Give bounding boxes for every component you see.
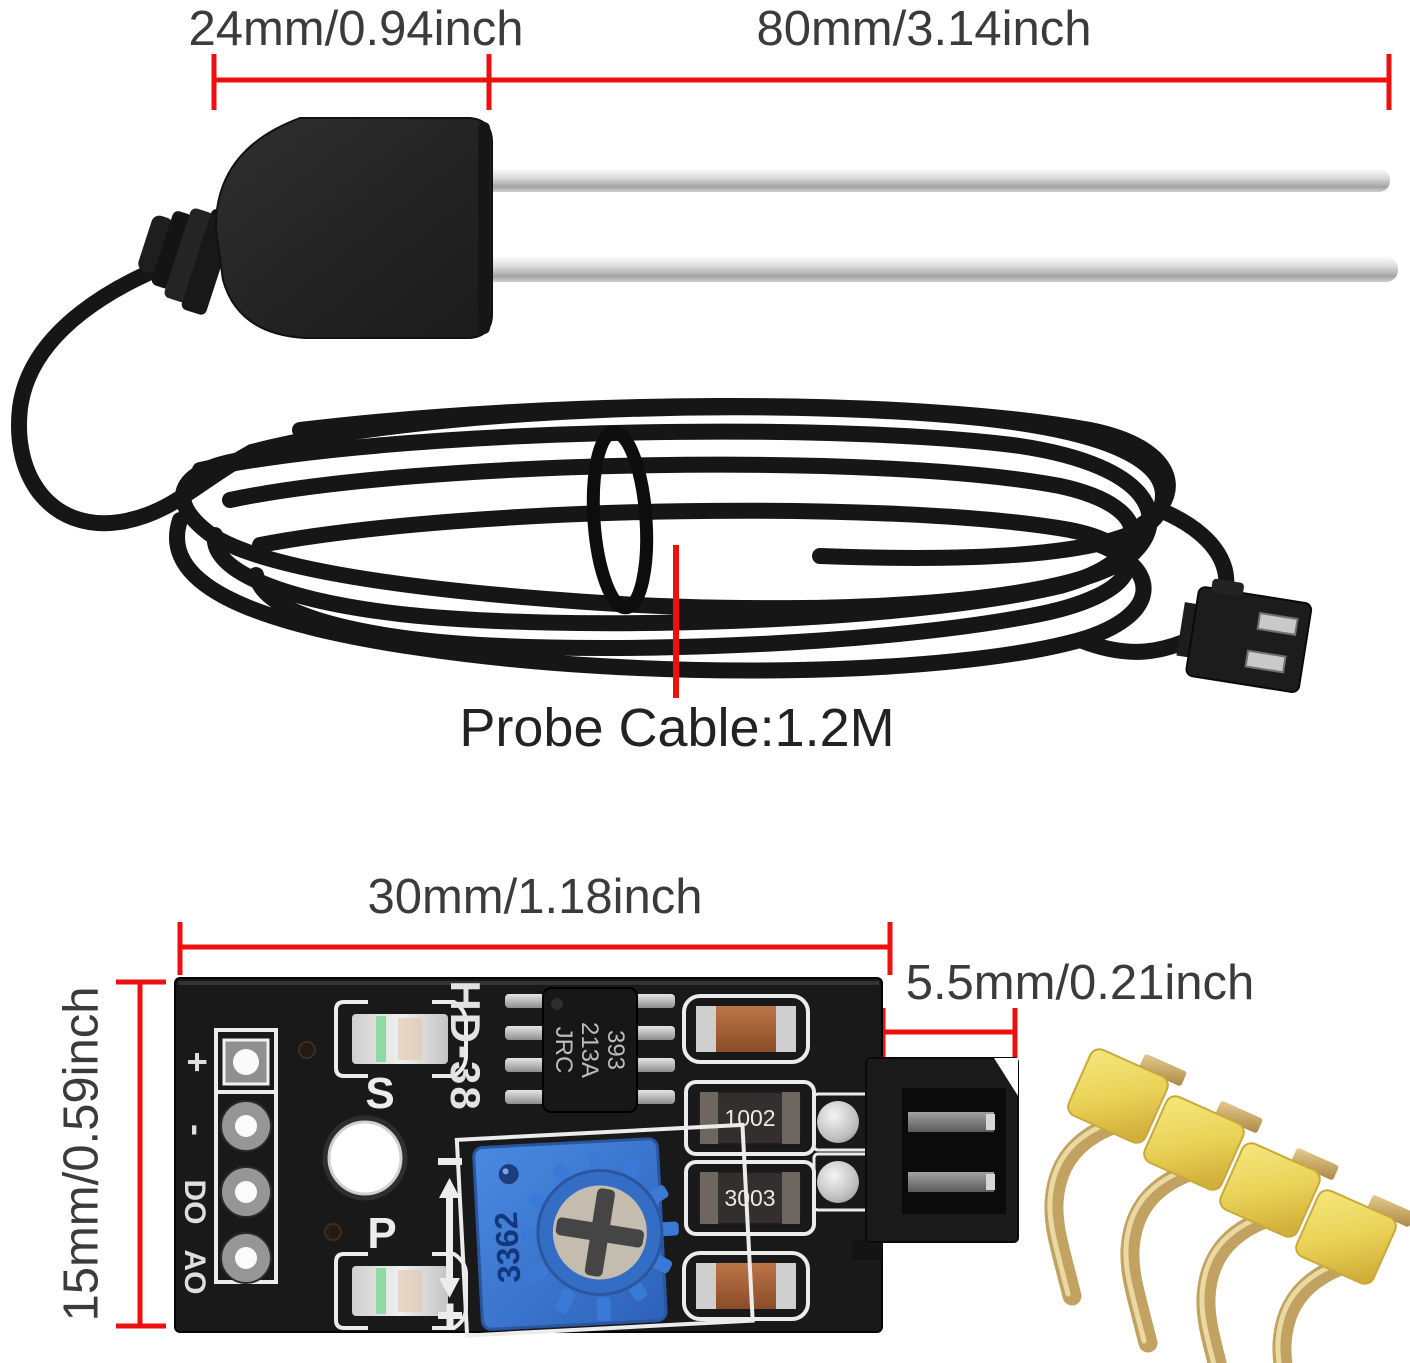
probe-prong-bottom (470, 257, 1398, 282)
pot-dial (520, 1153, 679, 1322)
pin-label-minus: - (177, 1124, 218, 1136)
svg-text:3003: 3003 (724, 1185, 775, 1211)
pcb-via (298, 1041, 316, 1059)
smd-resistor-2: 3003 (684, 1160, 816, 1236)
pot-adjust-markings (438, 1158, 462, 1328)
pcb-board: + - DO AO S P HD-38 (174, 977, 883, 1338)
led-p-label: P (367, 1209, 396, 1258)
pin-header (1044, 1048, 1410, 1363)
led-s-label: S (365, 1069, 394, 1118)
probe-cable (11, 250, 1235, 679)
board-height-dimension-label: 15mm/0.59inch (54, 986, 109, 1322)
connector-dimension-line (880, 1008, 1018, 1058)
ic-chip: 393 213A JRC (505, 987, 675, 1113)
probe-length-dimension-label: 80mm/3.14inch (756, 2, 1092, 56)
top-dimension-line (211, 54, 1392, 110)
pcb-pin-pads (214, 1028, 278, 1284)
probe-body-edge (478, 122, 490, 334)
svg-text:213A: 213A (576, 1022, 603, 1078)
board-width-dimension-line (177, 922, 893, 975)
board-connector-pin (908, 1112, 994, 1132)
board-connector (852, 1057, 1019, 1260)
pot-screw-slot (555, 1188, 645, 1277)
board-width-dimension-label: 30mm/1.18inch (367, 870, 703, 924)
pot-part-number: 3362 (488, 1211, 528, 1284)
pcb-model-label: HD-38 (442, 980, 489, 1111)
probe-head-dimension-label: 24mm/0.94inch (188, 2, 524, 56)
ic-chip-marking: 393 213A JRC (550, 1022, 629, 1078)
pcb-via (324, 1223, 342, 1241)
pcb-pin-labels: + - DO AO (177, 1051, 218, 1294)
svg-text:393: 393 (602, 1030, 629, 1070)
pin-label-do: DO (178, 1180, 211, 1225)
status-led-top (334, 1000, 468, 1078)
probe-cable-label: Probe Cable:1.2M (459, 698, 895, 758)
connector-dimension-label: 5.5mm/0.21inch (905, 956, 1255, 1010)
probe-body (214, 117, 493, 339)
connector-contact (1256, 611, 1299, 636)
potentiometer: 3362 (454, 1122, 755, 1338)
smd-resistor-1: 1002 (684, 1080, 816, 1156)
cable-connector (1176, 578, 1313, 693)
mounting-hole-center (327, 1120, 403, 1196)
mounting-hole (322, 1115, 408, 1201)
board-connector-pin (908, 1172, 994, 1192)
probe-prongs (470, 169, 1398, 282)
status-led-bottom (334, 1252, 468, 1330)
pin-label-plus: + (177, 1051, 218, 1072)
svg-text:JRC: JRC (550, 1027, 577, 1074)
pin-label-ao: AO (178, 1250, 211, 1295)
smd-capacitor-top (682, 994, 810, 1064)
probe-prong-top (470, 169, 1390, 192)
cable-tie-wrap (586, 425, 654, 615)
connector-contact (1244, 649, 1287, 674)
board-height-dimension-line (116, 979, 166, 1329)
